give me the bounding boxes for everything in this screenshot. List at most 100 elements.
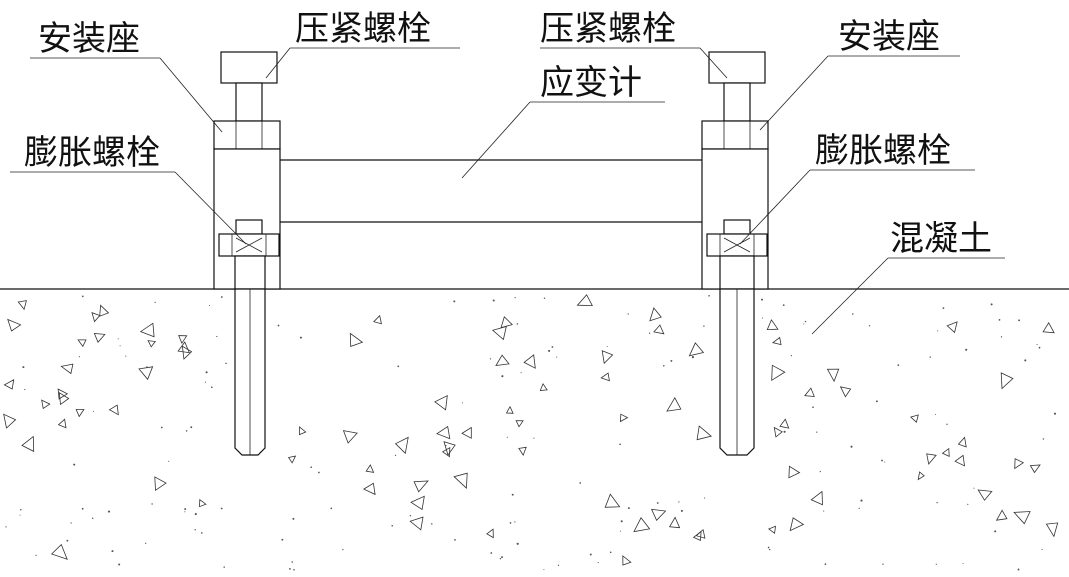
- left-expansion-bolt-cap: [235, 219, 263, 235]
- concrete-speck: [506, 436, 508, 438]
- concrete-speck: [200, 532, 203, 534]
- concrete-aggregate: [486, 528, 494, 539]
- concrete-speck: [310, 466, 313, 469]
- concrete-speck: [277, 324, 280, 327]
- concrete-speck: [35, 554, 37, 557]
- concrete-speck: [454, 539, 456, 541]
- concrete-speck: [824, 563, 827, 565]
- concrete-speck: [397, 365, 400, 368]
- concrete-speck: [93, 410, 95, 412]
- concrete-speck: [520, 372, 522, 374]
- concrete-aggregate: [1042, 322, 1055, 334]
- concrete-aggregate: [453, 472, 468, 489]
- concrete-speck: [1024, 359, 1027, 362]
- concrete-speck: [210, 386, 213, 389]
- right-press-bolt-head: [708, 51, 766, 84]
- concrete-aggregate: [287, 455, 297, 464]
- concrete-aggregate: [461, 426, 472, 439]
- leader-mount-left: [159, 57, 223, 133]
- concrete-aggregate: [601, 350, 614, 365]
- concrete-speck: [875, 400, 878, 403]
- concrete-speck: [204, 381, 206, 383]
- right-expansion-bolt-cap: [723, 219, 751, 235]
- concrete-aggregate: [779, 418, 790, 429]
- concrete-aggregate: [518, 446, 527, 456]
- concrete-aggregate: [692, 530, 702, 541]
- concrete-speck: [499, 558, 502, 560]
- concrete-aggregate: [394, 436, 409, 455]
- concrete-aggregate: [523, 354, 536, 369]
- concrete-aggregate: [771, 364, 786, 382]
- concrete-aggregate: [342, 430, 358, 444]
- concrete-aggregate: [954, 454, 965, 467]
- concrete-speck: [431, 523, 433, 525]
- concrete-speck: [884, 461, 886, 463]
- concrete-speck: [220, 507, 223, 510]
- concrete-speck: [293, 569, 295, 571]
- concrete-speck: [184, 511, 186, 513]
- concrete-aggregate: [436, 425, 451, 440]
- concrete-speck: [882, 563, 884, 565]
- concrete-speck: [111, 550, 114, 553]
- concrete-speck: [299, 336, 302, 339]
- concrete-speck: [973, 487, 975, 489]
- concrete-speck: [516, 323, 519, 325]
- concrete-speck: [20, 508, 22, 511]
- concrete-speck: [489, 358, 492, 360]
- concrete-aggregate: [434, 395, 448, 411]
- concrete-speck: [107, 510, 111, 513]
- concrete-speck: [492, 299, 495, 302]
- concrete-speck: [185, 430, 188, 432]
- concrete-speck: [965, 348, 968, 351]
- concrete-aggregate: [138, 366, 154, 381]
- strain-gauge: [280, 159, 702, 223]
- concrete-speck: [803, 323, 805, 325]
- concrete-speck: [767, 546, 770, 549]
- label-mount-left: 安装座: [38, 19, 140, 59]
- concrete-speck: [579, 482, 582, 484]
- concrete-speck: [543, 297, 546, 299]
- concrete-aggregate: [804, 387, 815, 397]
- concrete-speck: [619, 530, 621, 532]
- concrete-aggregate: [650, 508, 667, 522]
- concrete-aggregate: [491, 325, 507, 341]
- concrete-speck: [860, 499, 863, 502]
- concrete-speck: [946, 423, 948, 426]
- concrete-aggregate: [1014, 458, 1025, 470]
- concrete-aggregate: [995, 509, 1008, 521]
- right-anchor-upper: [719, 255, 755, 290]
- concrete-speck: [670, 359, 673, 362]
- concrete-aggregate: [365, 464, 375, 473]
- leader-expansion-left: [174, 171, 247, 245]
- concrete-aggregate: [495, 354, 510, 366]
- concrete-aggregate: [147, 340, 157, 348]
- concrete-speck: [868, 325, 871, 327]
- concrete-aggregate: [154, 476, 167, 492]
- concrete-speck: [66, 539, 69, 542]
- concrete-aggregate: [57, 418, 67, 429]
- concrete-speck: [850, 445, 853, 448]
- concrete-speck: [184, 508, 187, 511]
- concrete-speck: [394, 454, 397, 457]
- concrete-aggregate: [771, 336, 782, 346]
- label-concrete: 混凝土: [890, 219, 992, 259]
- concrete-speck: [936, 501, 938, 504]
- concrete-speck: [790, 355, 792, 357]
- concrete-aggregate: [298, 426, 307, 436]
- concrete-aggregate: [941, 447, 950, 458]
- concrete-aggregate: [413, 480, 429, 493]
- concrete-speck: [409, 515, 412, 517]
- concrete-speck: [490, 552, 493, 554]
- concrete-speck: [656, 502, 659, 504]
- concrete-speck: [73, 463, 76, 466]
- concrete-speck: [708, 295, 710, 297]
- concrete-speck: [998, 319, 1001, 321]
- concrete-speck: [225, 362, 227, 365]
- left-press-bolt-shank: [235, 82, 263, 122]
- concrete-speck: [501, 556, 503, 559]
- concrete-speck: [937, 330, 939, 332]
- concrete-speck: [852, 313, 854, 315]
- label-strain-gauge: 应变计: [540, 63, 642, 103]
